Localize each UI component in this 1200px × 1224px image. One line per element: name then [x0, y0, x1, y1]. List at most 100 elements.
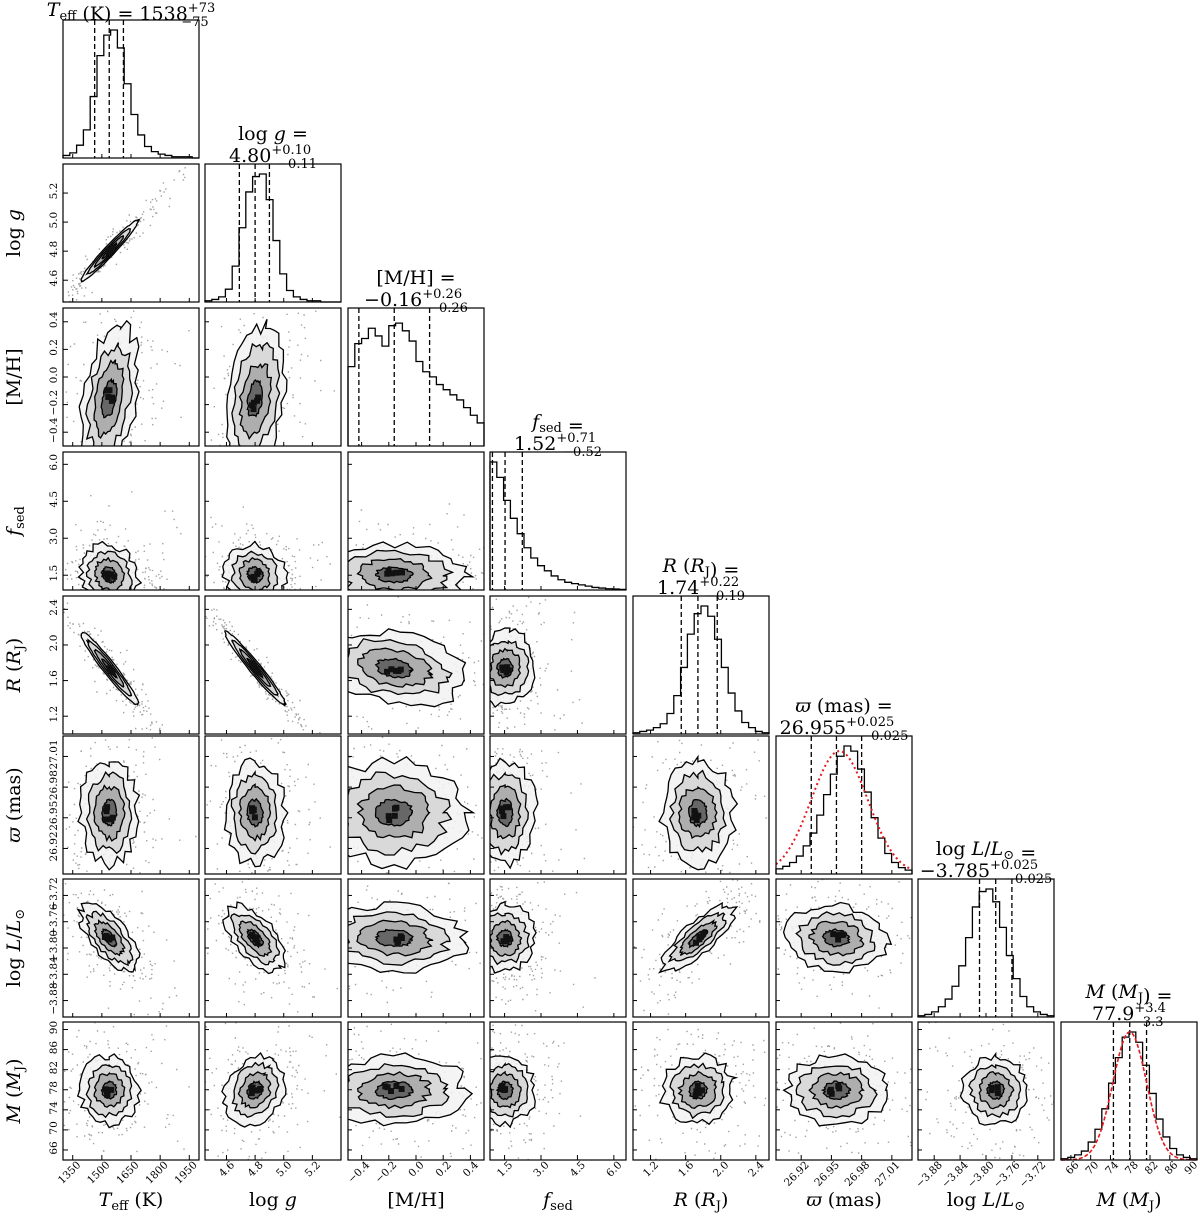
- title-line-mass: M (MJ) =: [1085, 981, 1173, 1007]
- contour-level-1: [85, 342, 134, 446]
- axis-label-part: (mas): [822, 1189, 882, 1211]
- panel-frame-mass: [1060, 1021, 1198, 1161]
- axis-label-part: eff: [111, 1199, 130, 1214]
- axis-label-part: J: [1147, 1199, 1154, 1214]
- contour-level-3: [374, 566, 414, 584]
- title-part: 1.74: [657, 577, 699, 599]
- title-line-logg: log g =: [238, 123, 308, 145]
- y-tick-label: 4.8: [48, 241, 60, 258]
- y-axis-label-radius: R (RJ): [3, 638, 28, 694]
- contour-level-3: [100, 928, 118, 948]
- x-tick-label: 6.0: [604, 1159, 624, 1179]
- contour-level-0: [348, 541, 475, 590]
- pair-panel-fsed-mh: [347, 451, 485, 591]
- pair-content: [205, 1022, 341, 1160]
- x-tick-label: 1.2: [641, 1159, 661, 1179]
- pair-content: [348, 503, 484, 590]
- x-tick-label: −3.84: [939, 1159, 970, 1190]
- contour-level-2: [93, 359, 125, 440]
- contour-level-0: [76, 902, 141, 973]
- contour-level-1: [85, 638, 133, 697]
- pair-content: [63, 1022, 190, 1153]
- hist-bars-radius: [632, 605, 770, 734]
- contour-level-1: [795, 1065, 878, 1119]
- x-axis-label-parallax: ϖ (mas): [806, 1189, 881, 1211]
- hist-panel-radius: R (RJ) =1.74+0.22−0.19: [632, 555, 770, 735]
- pair-content: [490, 879, 596, 1017]
- density-core: [109, 934, 116, 941]
- axis-label-part: f: [541, 1189, 553, 1211]
- density-core: [111, 573, 118, 580]
- title-mh: [M/H] =−0.16+0.26−0.26: [364, 267, 468, 316]
- x-tick-label: 78: [1123, 1159, 1141, 1177]
- y-tick-label: 82: [48, 1061, 60, 1074]
- contour-level-1: [85, 550, 133, 590]
- density-core: [505, 936, 512, 943]
- scatter-points: [348, 882, 484, 1004]
- contour-level-0: [348, 755, 476, 870]
- hist-panel-logg: log g =4.80+0.10−0.11: [204, 123, 342, 303]
- axis-label-part: ): [3, 638, 25, 645]
- density-core: [994, 1084, 1001, 1091]
- pair-panel-mass-fsed: [489, 1021, 627, 1161]
- title-part: +0.025: [846, 715, 894, 730]
- density-core: [994, 1090, 1001, 1097]
- hist-bars-logg: [204, 173, 341, 303]
- contour-level-0: [221, 540, 289, 590]
- pair-content: [65, 310, 190, 446]
- contour-level-1: [490, 1062, 529, 1118]
- contour-level-0: [657, 901, 739, 974]
- contour-level-0: [658, 1052, 739, 1126]
- title-part: log: [238, 123, 274, 145]
- density-core: [692, 810, 699, 817]
- density-core: [255, 569, 262, 575]
- density-core: [693, 817, 700, 823]
- y-tick-label: −3.76: [48, 903, 60, 935]
- pair-panel-mh-teff: [62, 307, 200, 447]
- title-part: log: [936, 838, 972, 860]
- title-part: ) =: [1143, 985, 1172, 1007]
- contour-level-2: [677, 785, 718, 840]
- contour-level-1: [490, 912, 531, 966]
- title-mass: M (MJ) =77.9+3.4−3.3: [1085, 981, 1173, 1030]
- contour-level-3: [495, 1080, 515, 1101]
- axis-label-part: L: [982, 1189, 996, 1211]
- title-part: −0.025: [860, 729, 908, 744]
- contour-level-2: [677, 1070, 717, 1109]
- contour-level-3: [495, 928, 514, 948]
- title-part: /: [984, 838, 991, 860]
- contour-level-1: [348, 771, 453, 856]
- axis-label-part: (mas): [3, 767, 25, 827]
- density-core: [395, 938, 402, 945]
- scatter-points: [63, 167, 186, 302]
- y-tick-label: 0.4: [48, 311, 60, 328]
- title-part: +0.71: [556, 431, 596, 446]
- axis-label-part: T: [99, 1189, 113, 1211]
- contour-level-3: [100, 377, 118, 419]
- title-part: L: [971, 838, 985, 860]
- contour-level-1: [348, 549, 455, 590]
- density-core: [385, 813, 392, 820]
- y-tick-label: 86: [48, 1041, 60, 1055]
- x-tick-label: 5.0: [274, 1159, 294, 1179]
- contour-level-3: [374, 1080, 414, 1101]
- density-core: [389, 570, 395, 577]
- y-axis-label-logg: log g: [3, 209, 25, 257]
- contour-level-2: [490, 919, 523, 957]
- y-axis-label-mh: [M/H]: [3, 348, 25, 405]
- axis-label-part: (: [1116, 1189, 1129, 1211]
- panel-frame-logg: [204, 163, 342, 303]
- title-parallax: ϖ (mas) =26.955+0.025−0.025: [780, 695, 909, 744]
- x-tick-label: 5.2: [303, 1159, 323, 1179]
- contour-level-1: [229, 913, 281, 966]
- prior-curve-parallax: [775, 750, 913, 871]
- y-tick-label: 3.0: [48, 528, 60, 545]
- hist-panel-mh: [M/H] =−0.16+0.26−0.26: [347, 267, 485, 447]
- title-part: T: [47, 0, 61, 21]
- pair-panel-parallax-teff: [62, 735, 200, 875]
- x-tick-label: 1.6: [676, 1159, 697, 1180]
- density-core: [398, 1086, 405, 1092]
